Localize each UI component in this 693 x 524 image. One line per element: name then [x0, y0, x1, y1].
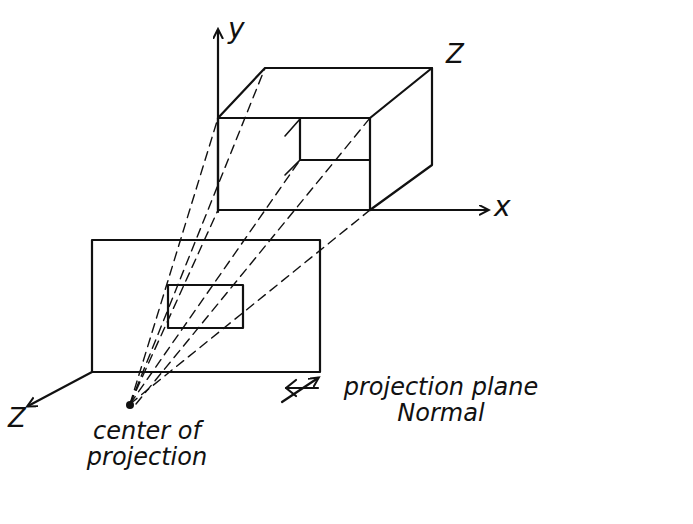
box-inner-edge [285, 119, 300, 175]
box-inner-edge [300, 119, 369, 160]
center-of-projection-dot [126, 401, 134, 409]
axis-label: x [494, 192, 511, 223]
point-label: center of projection [72, 418, 222, 471]
projected-image [168, 285, 243, 328]
z-axis [28, 372, 92, 406]
box-front-face [218, 118, 370, 210]
projectors [130, 68, 370, 404]
axis-label: Z [446, 40, 464, 69]
axis-label: Z [8, 404, 26, 433]
plane-label: projection plane Normal [326, 374, 556, 427]
projection-plane [92, 240, 320, 372]
box-top-face [218, 68, 432, 118]
normal-arrow [282, 378, 318, 402]
axis-label: y [228, 14, 245, 45]
box-side-face [370, 68, 432, 210]
